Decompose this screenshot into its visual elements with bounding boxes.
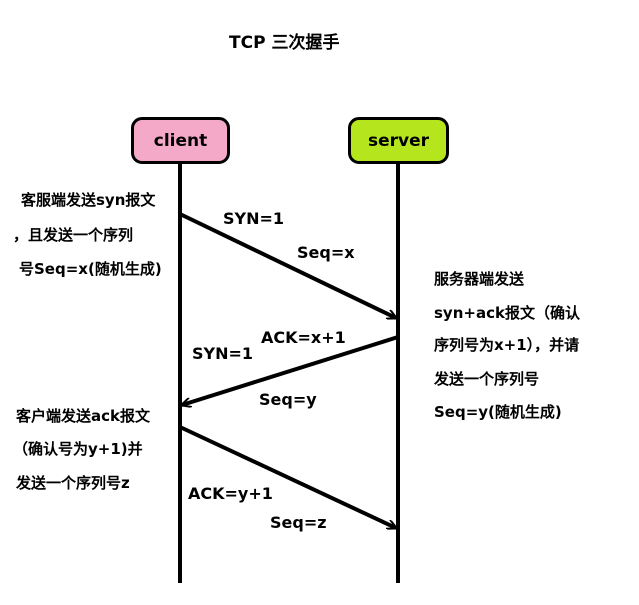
client-note-3-line-1: 客户端发送ack报文 <box>16 407 150 425</box>
server-note-line-4: 发送一个序列号 <box>434 370 540 388</box>
diagram-title: TCP 三次握手 <box>229 33 340 53</box>
server-note-line-3: 序列号为x+1），并请 <box>434 336 580 354</box>
msg1-syn-label: SYN=1 <box>223 209 285 228</box>
client-note-3-line-2: （确认号为y+1)并 <box>13 440 143 458</box>
client-note-1-line-1: 客服端发送syn报文 <box>21 191 156 209</box>
syn-ack-arrow <box>182 335 399 405</box>
client-note-1-line-3: 号Seq=x(随机生成) <box>19 260 162 278</box>
client-actor-box: client <box>131 117 230 164</box>
msg3-ack-label: ACK=y+1 <box>188 484 273 503</box>
syn-arrow <box>179 212 396 320</box>
server-note-line-2: syn+ack报文（确认 <box>434 304 580 322</box>
server-actor-box: server <box>348 117 449 164</box>
server-label: server <box>367 130 430 151</box>
msg2-ack-label: ACK=x+1 <box>261 328 346 347</box>
msg2-syn-label: SYN=1 <box>192 344 254 363</box>
client-note-1-line-2: ，且发送一个序列 <box>13 226 134 244</box>
client-note-3-line-3: 发送一个序列号z <box>16 474 130 492</box>
client-label: client <box>153 130 208 151</box>
msg2-seq-label: Seq=y <box>259 390 317 409</box>
server-note-line-1: 服务器端发送 <box>434 270 525 288</box>
server-note-line-5: Seq=y(随机生成) <box>434 403 562 421</box>
msg1-seq-label: Seq=x <box>297 243 355 262</box>
msg3-seq-label: Seq=z <box>270 513 327 532</box>
ack-arrow <box>179 425 396 530</box>
